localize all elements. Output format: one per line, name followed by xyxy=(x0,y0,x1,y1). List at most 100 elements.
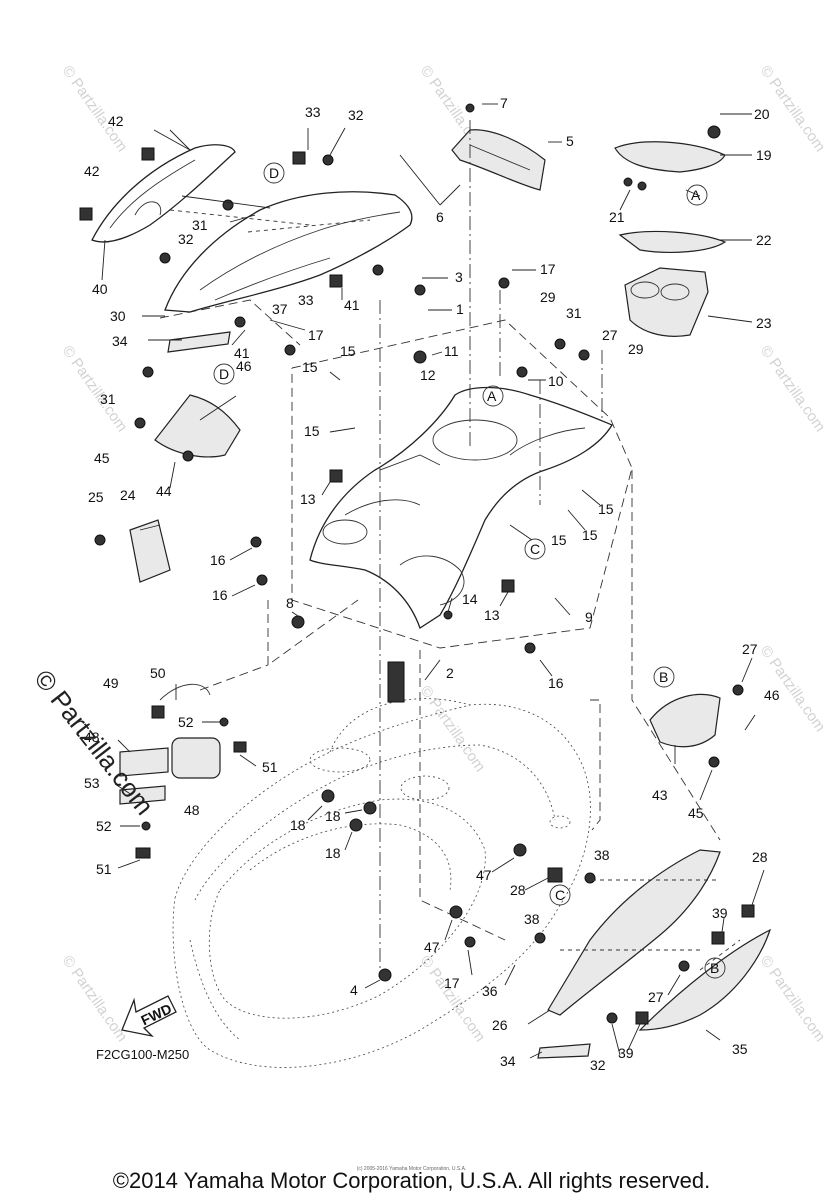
callouts: A A B B C C D D xyxy=(213,162,726,979)
part-label-27: 27 xyxy=(742,641,758,657)
svg-text:A: A xyxy=(691,187,701,203)
svg-text:A: A xyxy=(487,388,497,404)
part-label-6: 6 xyxy=(436,209,444,225)
assembly-boundaries xyxy=(159,299,721,941)
part-label-17: 17 xyxy=(308,327,324,343)
part-label-17: 17 xyxy=(540,261,556,277)
part-label-45: 45 xyxy=(688,805,704,821)
watermark-text: © Partzilla.com xyxy=(59,343,131,436)
part-label-42: 42 xyxy=(108,113,124,129)
hardware xyxy=(79,103,755,1025)
part-label-17: 17 xyxy=(444,975,460,991)
part-label-15: 15 xyxy=(304,423,320,439)
part-label-52: 52 xyxy=(96,818,112,834)
left-panel xyxy=(91,144,236,243)
part-label-10: 10 xyxy=(548,373,564,389)
part-label-22: 22 xyxy=(756,232,772,248)
part-label-11: 11 xyxy=(444,343,459,359)
part-label-1: 1 xyxy=(456,301,464,317)
part-label-31: 31 xyxy=(100,391,116,407)
part-label-52: 52 xyxy=(178,714,194,730)
part-label-21: 21 xyxy=(609,209,625,225)
front-cover xyxy=(164,191,413,313)
part-label-14: 14 xyxy=(462,591,478,607)
part-label-34: 34 xyxy=(112,333,128,349)
callout-b: B xyxy=(653,666,675,688)
part-label-5: 5 xyxy=(566,133,574,149)
part-label-46: 46 xyxy=(764,687,780,703)
part-label-43: 43 xyxy=(652,787,668,803)
part-label-31: 31 xyxy=(192,217,208,233)
part-labels: 1 2 3 4 5 6 7 8 9 10 11 12 13 13 14 15 1… xyxy=(84,95,780,1073)
part-label-39: 39 xyxy=(618,1045,634,1061)
part-label-49: 49 xyxy=(103,675,119,691)
seat-parts xyxy=(614,141,727,337)
part-label-3: 3 xyxy=(455,269,463,285)
right-panels xyxy=(129,331,772,1059)
watermark-text: © Partzilla.com xyxy=(59,953,131,1046)
callout-a: A xyxy=(686,184,708,206)
part-label-47: 47 xyxy=(424,939,440,955)
part-label-34: 34 xyxy=(500,1053,516,1069)
watermark-text: © Partzilla.com xyxy=(59,63,131,156)
part-label-8: 8 xyxy=(286,595,294,611)
svg-text:D: D xyxy=(269,165,279,181)
part-label-41: 41 xyxy=(234,345,250,361)
part-label-9: 9 xyxy=(585,609,593,625)
part-label-15: 15 xyxy=(551,532,567,548)
part-label-31: 31 xyxy=(566,305,582,321)
part-label-46: 46 xyxy=(236,358,252,374)
watermark-text: © Partzilla.com xyxy=(757,953,823,1046)
part-label-15: 15 xyxy=(582,527,598,543)
part-label-53: 53 xyxy=(84,775,100,791)
part-label-36: 36 xyxy=(482,983,498,999)
part-label-19: 19 xyxy=(756,147,772,163)
part-label-4: 4 xyxy=(350,982,358,998)
part-label-13: 13 xyxy=(484,607,500,623)
watermark-text: © Partzilla.com xyxy=(417,953,489,1046)
svg-text:B: B xyxy=(659,669,668,685)
part-label-27: 27 xyxy=(602,327,618,343)
part-label-15: 15 xyxy=(598,501,614,517)
part-label-13: 13 xyxy=(300,491,316,507)
part-label-45: 45 xyxy=(94,450,110,466)
hull xyxy=(172,698,591,1068)
diagram-code: F2CG100-M250 xyxy=(96,1047,190,1062)
guide-lines xyxy=(169,120,741,971)
meter-cluster xyxy=(451,129,546,191)
svg-text:C: C xyxy=(530,541,540,557)
battery-parts xyxy=(119,683,221,805)
part-label-12: 12 xyxy=(420,367,436,383)
svg-text:C: C xyxy=(555,887,565,903)
part-label-32: 32 xyxy=(178,231,194,247)
part-label-29: 29 xyxy=(628,341,644,357)
part-label-51: 51 xyxy=(96,861,112,877)
part-label-51: 51 xyxy=(262,759,278,775)
part-label-39: 39 xyxy=(712,905,728,921)
part-label-16: 16 xyxy=(548,675,564,691)
part-label-18: 18 xyxy=(290,817,306,833)
callout-d: D xyxy=(263,162,285,184)
part-label-38: 38 xyxy=(524,911,540,927)
part-label-15: 15 xyxy=(302,359,318,375)
watermark-text: © Partzilla.com xyxy=(417,683,489,776)
part-label-28: 28 xyxy=(510,882,526,898)
tiny-copyright: (c) 2005-2016 Yamaha Motor Corporation, … xyxy=(356,1166,467,1172)
part-label-16: 16 xyxy=(212,587,228,603)
part-label-16: 16 xyxy=(210,552,226,568)
part-label-40: 40 xyxy=(92,281,108,297)
part-label-41: 41 xyxy=(344,297,360,313)
part-label-44: 44 xyxy=(156,483,172,499)
part-label-27: 27 xyxy=(648,989,664,1005)
callout-a: A xyxy=(482,385,504,407)
part-label-32: 32 xyxy=(590,1057,606,1073)
callout-b: B xyxy=(704,957,726,979)
part-label-42: 42 xyxy=(84,163,100,179)
callout-d: D xyxy=(213,363,235,385)
fwd-label: FWD xyxy=(138,1000,174,1028)
part-label-2: 2 xyxy=(446,665,454,681)
part-label-26: 26 xyxy=(492,1017,508,1033)
part-label-47: 47 xyxy=(476,867,492,883)
watermark-text: © Partzilla.com xyxy=(757,343,823,436)
